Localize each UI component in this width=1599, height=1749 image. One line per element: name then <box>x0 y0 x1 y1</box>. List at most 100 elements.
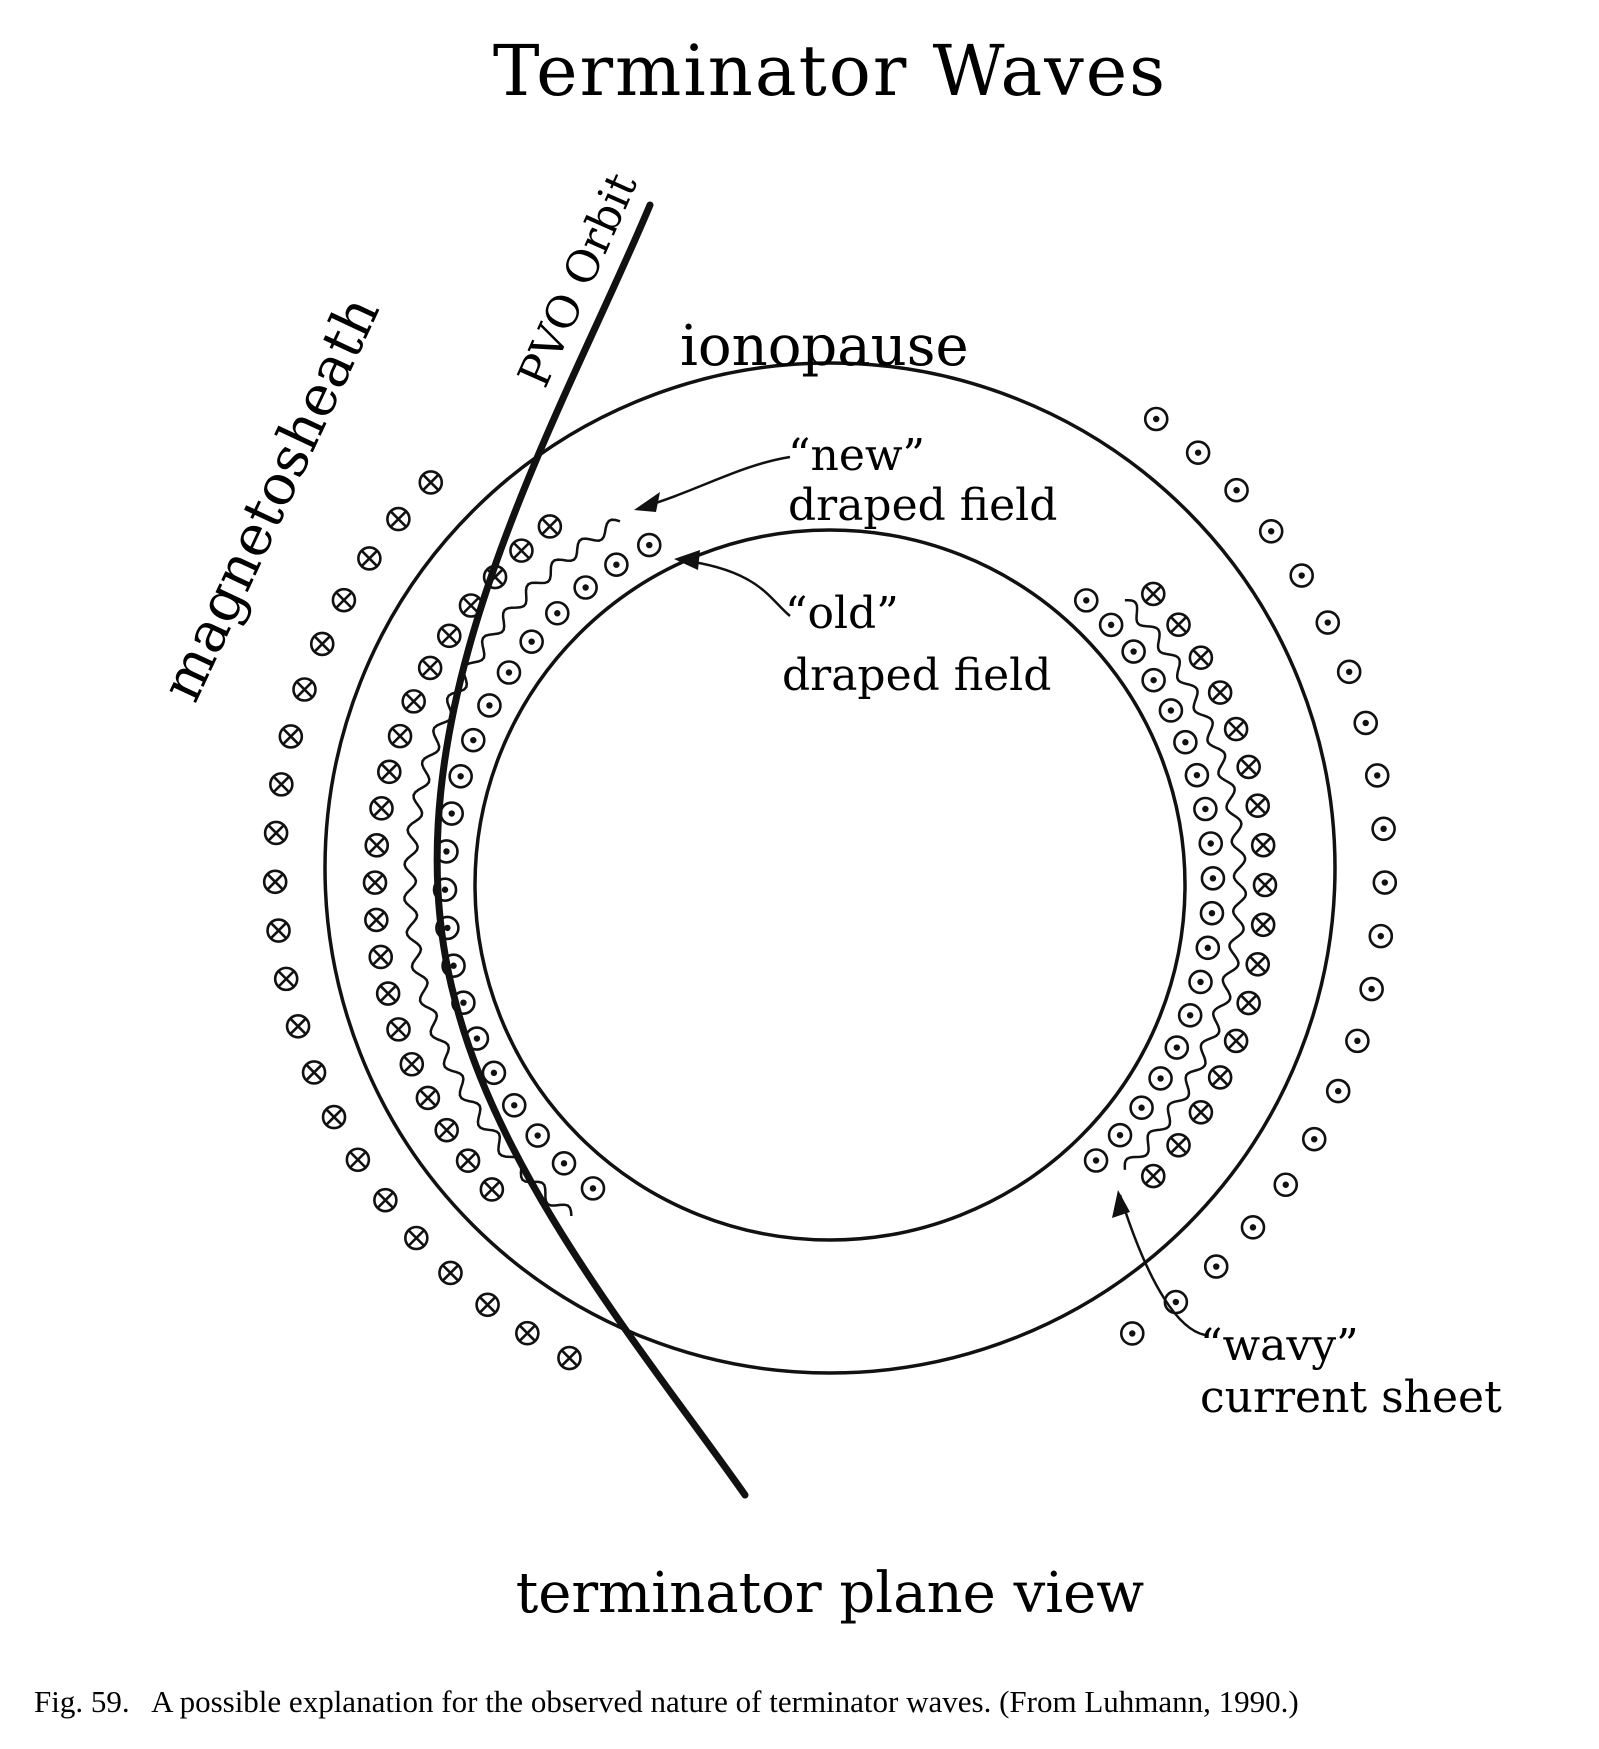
wavy-sheet-label-line1: “wavy” <box>1200 1320 1359 1371</box>
circle-cross-icon <box>263 820 289 846</box>
circle-dot-icon <box>439 801 464 826</box>
circle-cross-icon <box>364 907 389 933</box>
circle-cross-icon <box>375 981 401 1006</box>
circle-cross-icon <box>1188 645 1214 671</box>
view-label: terminator plane view <box>516 1561 1145 1626</box>
circle-cross-icon <box>386 506 411 532</box>
circle-dot-icon <box>1164 1035 1190 1060</box>
magnetosheath-field-out-of-page <box>1119 406 1398 1346</box>
circle-dot-icon <box>636 532 662 558</box>
circle-dot-icon <box>1353 710 1379 736</box>
circle-dot-icon <box>1371 816 1396 842</box>
circle-cross-icon <box>269 772 294 797</box>
circle-cross-icon <box>417 655 443 681</box>
magnetosheath-field-into-page <box>262 470 582 1371</box>
circle-dot-icon <box>580 1176 606 1201</box>
circle-dot-icon <box>1185 440 1211 465</box>
circle-dot-icon <box>1143 406 1169 432</box>
circle-dot-icon <box>1224 477 1249 503</box>
circle-cross-icon <box>1245 793 1271 819</box>
circle-cross-icon <box>1166 612 1191 638</box>
circle-dot-icon <box>1372 870 1398 895</box>
circle-dot-icon <box>1203 1254 1229 1279</box>
wavy-current-sheet-left <box>403 518 621 1217</box>
circle-cross-icon <box>373 1187 398 1213</box>
circle-dot-icon <box>481 1060 507 1086</box>
circle-cross-icon <box>309 631 335 657</box>
circle-cross-icon <box>557 1345 582 1371</box>
circle-dot-icon <box>1273 1172 1299 1198</box>
circle-cross-icon <box>1245 951 1271 977</box>
circle-cross-icon <box>364 833 390 858</box>
circle-cross-icon <box>368 944 394 970</box>
circle-dot-icon <box>1107 1122 1133 1148</box>
pvo-orbit-line <box>433 201 749 1499</box>
circle-dot-icon <box>1163 1289 1189 1315</box>
right-draped-field-into-page <box>1140 581 1278 1189</box>
circle-cross-icon <box>1250 832 1276 858</box>
circle-cross-icon <box>331 587 357 613</box>
circle-cross-icon <box>1140 581 1166 607</box>
circle-cross-icon <box>278 724 304 749</box>
circle-cross-icon <box>376 759 402 785</box>
circle-dot-icon <box>525 1123 550 1148</box>
circle-cross-icon <box>415 1085 441 1111</box>
circle-cross-icon <box>1207 1065 1233 1090</box>
circle-cross-icon <box>1223 1028 1249 1054</box>
circle-cross-icon <box>434 1117 459 1143</box>
diagram-title: Terminator Waves <box>493 30 1167 112</box>
circle-dot-icon <box>1193 796 1218 822</box>
circle-cross-icon <box>386 1017 411 1042</box>
circle-dot-icon <box>1148 1066 1173 1091</box>
magnetosheath-label: magnetosheath <box>149 287 393 711</box>
circle-dot-icon <box>519 629 544 654</box>
circle-cross-icon <box>1250 912 1276 938</box>
new-field-arrow <box>634 455 791 512</box>
circle-dot-icon <box>1258 518 1284 544</box>
old-field-label-line1: “old” <box>785 588 899 639</box>
circle-cross-icon <box>262 869 288 895</box>
circle-cross-icon <box>345 1147 371 1173</box>
circle-cross-icon <box>1207 680 1233 705</box>
circle-cross-icon <box>515 1320 540 1346</box>
circle-cross-icon <box>266 918 291 943</box>
circle-cross-icon <box>273 966 299 992</box>
circle-cross-icon <box>369 796 394 821</box>
circle-dot-icon <box>1336 659 1362 685</box>
circle-dot-icon <box>1364 763 1390 788</box>
circle-cross-icon <box>399 1051 425 1077</box>
circle-cross-icon <box>292 677 317 702</box>
circle-dot-icon <box>604 552 629 577</box>
circle-dot-icon <box>1141 667 1166 693</box>
circle-dot-icon <box>1083 1148 1109 1173</box>
circle-dot-icon <box>477 693 502 718</box>
circle-cross-icon <box>509 538 534 563</box>
circle-cross-icon <box>479 1177 505 1202</box>
circle-dot-icon <box>1199 900 1225 926</box>
circle-dot-icon <box>1129 1095 1154 1121</box>
circle-dot-icon <box>1315 610 1341 635</box>
circle-dot-icon <box>1188 969 1213 995</box>
ionopause-label: ionopause <box>680 314 969 379</box>
circle-dot-icon <box>1200 866 1226 891</box>
wavy-current-sheet-right <box>1123 598 1248 1170</box>
circle-dot-icon <box>1359 976 1384 1002</box>
circle-dot-icon <box>1195 935 1221 961</box>
wavy-sheet-label-line2: current sheet <box>1200 1372 1502 1423</box>
circle-dot-icon <box>1177 1002 1203 1028</box>
circle-cross-icon <box>362 870 388 895</box>
circle-cross-icon <box>1223 716 1249 742</box>
old-field-label-line2: draped field <box>782 650 1051 701</box>
circle-dot-icon <box>1345 1028 1370 1054</box>
circle-cross-icon <box>357 546 382 571</box>
circle-dot-icon <box>1119 1321 1145 1346</box>
circle-dot-icon <box>1173 729 1198 755</box>
circle-dot-icon <box>1121 639 1146 664</box>
new-field-label-line2: draped field <box>788 480 1057 531</box>
circle-cross-icon <box>387 723 413 749</box>
circle-cross-icon <box>1140 1163 1166 1189</box>
circle-cross-icon <box>301 1060 327 1085</box>
new-field-label-line1: “new” <box>788 430 925 481</box>
figure-caption: Fig. 59. A possible explanation for the … <box>34 1684 1299 1719</box>
